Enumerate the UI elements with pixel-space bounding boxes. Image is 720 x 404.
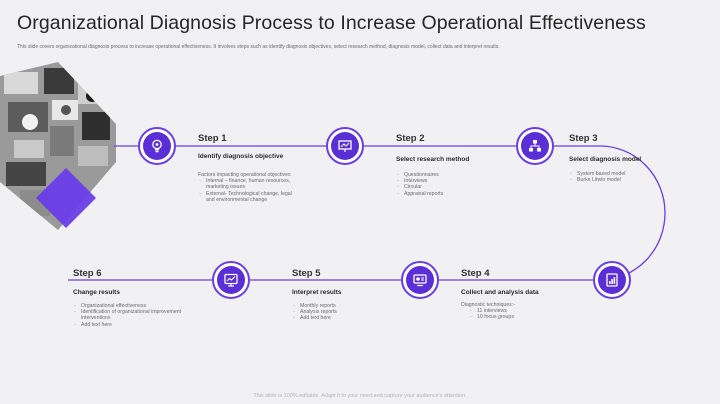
step-4-item: 11 interviews: [461, 308, 571, 314]
step-3-details: System based model Burke Litwin model: [569, 171, 669, 184]
step-5-details: Monthly reports Analysis reports Add tex…: [292, 303, 392, 322]
step-2-item: Questionnaires: [396, 172, 496, 178]
step-1-item: Internal – finance, human resources, mar…: [198, 178, 298, 190]
step-6-heading: Change results: [73, 289, 120, 296]
organization-chart-icon: [521, 132, 549, 160]
step-2-label: Step 2: [396, 133, 425, 144]
slide-footer: This slide is 100% editable. Adapt it to…: [253, 393, 467, 399]
step-6-item: Organizational effectiveness: [73, 303, 183, 309]
step-5-node: [401, 261, 439, 299]
step-6-item: Add text here: [73, 322, 183, 328]
presentation-board-icon: [331, 132, 359, 160]
step-6-label: Step 6: [73, 268, 102, 279]
step-3-item: Burke Litwin model: [569, 177, 669, 183]
report-screen-icon: [406, 266, 434, 294]
step-1-heading: Identify diagnosis objective: [198, 153, 284, 160]
slide-subtitle: This slide covers organizational diagnos…: [17, 44, 500, 50]
step-6-node: [212, 261, 250, 299]
step-3-label: Step 3: [569, 133, 598, 144]
step-4-details: Diagnostic techniques:- 11 interviews 10…: [461, 302, 571, 321]
step-6-details: Organizational effectiveness Identificat…: [73, 303, 183, 328]
step-2-item: Circular: [396, 184, 496, 190]
data-analysis-icon: [598, 266, 626, 294]
step-2-heading: Select research method: [396, 156, 470, 163]
step-2-item: Appraisal reports: [396, 191, 496, 197]
monitor-chart-icon: [217, 266, 245, 294]
lightbulb-gear-icon: [143, 132, 171, 160]
step-4-heading: Collect and analysis data: [461, 289, 539, 296]
step-2-node: [326, 127, 364, 165]
office-photo: [0, 62, 116, 230]
step-5-item: Add text here: [292, 315, 392, 321]
step-5-label: Step 5: [292, 268, 321, 279]
step-1-label: Step 1: [198, 133, 227, 144]
step-3-heading: Select diagnosis model: [569, 156, 642, 163]
step-3-node: [516, 127, 554, 165]
step-4-item: 10 focus groups: [461, 314, 571, 320]
step-2-details: Questionnaires Interviews Circular Appra…: [396, 172, 496, 197]
step-1-intro: Factors impacting operational objectives: [198, 172, 291, 178]
step-1-node: [138, 127, 176, 165]
step-1-details: Factors impacting operational objectives…: [198, 172, 298, 203]
step-2-item: Interviews: [396, 178, 496, 184]
step-4-label: Step 4: [461, 268, 490, 279]
step-3-item: System based model: [569, 171, 669, 177]
slide-title: Organizational Diagnosis Process to Incr…: [17, 12, 646, 34]
step-6-item: Identification of organizational improve…: [73, 309, 183, 321]
step-4-node: [593, 261, 631, 299]
step-5-item: Analysis reports: [292, 309, 392, 315]
step-5-item: Monthly reports: [292, 303, 392, 309]
step-4-intro: Diagnostic techniques:-: [461, 302, 515, 308]
step-1-item: External- Technological change, legal an…: [198, 191, 298, 203]
step-5-heading: Interpret results: [292, 289, 342, 296]
